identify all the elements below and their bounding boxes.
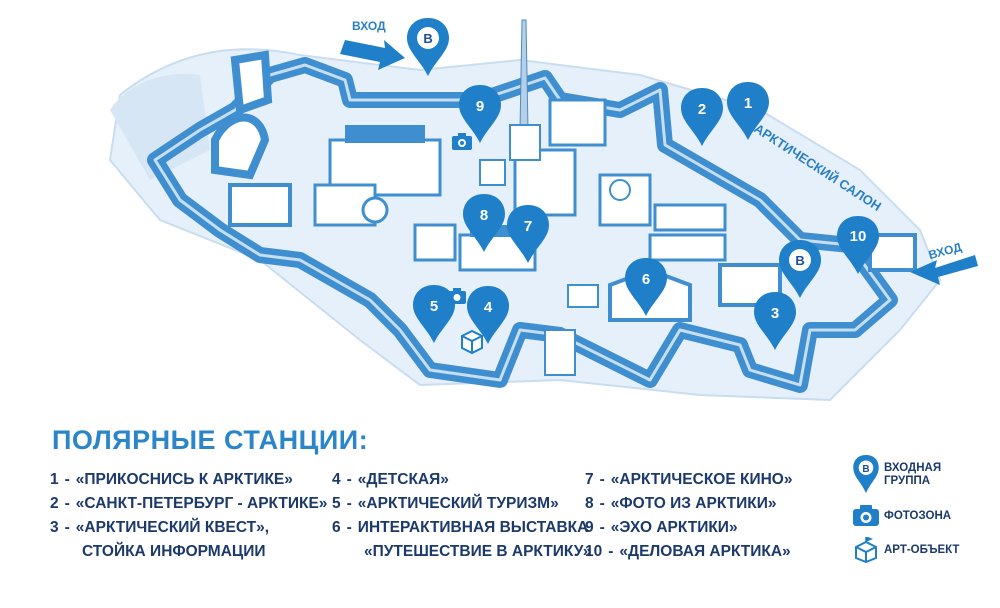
legend-num: 4 <box>332 471 341 488</box>
key-art-object: АРТ-ОБЪЕКТ <box>848 537 998 563</box>
legend-num: 9 <box>585 519 594 536</box>
svg-text:9: 9 <box>476 98 484 115</box>
svg-text:1: 1 <box>744 95 752 112</box>
svg-text:4: 4 <box>484 299 493 316</box>
pin-station-7[interactable]: 7 <box>507 205 549 263</box>
legend-item-7: 7-«АРКТИЧЕСКОЕ КИНО» <box>585 468 792 492</box>
legend-sep: - <box>64 519 70 536</box>
cube-icon <box>855 537 877 563</box>
svg-text:В: В <box>423 31 432 46</box>
svg-text:6: 6 <box>642 271 650 288</box>
legend-sep: - <box>64 471 70 488</box>
key-entrance-line2: ГРУППА <box>884 475 931 487</box>
key-pin-letter: В <box>862 464 869 475</box>
legend-column-3: 7-«АРКТИЧЕСКОЕ КИНО» 8-«ФОТО ИЗ АРКТИКИ»… <box>585 468 792 564</box>
legend-sep: - <box>608 543 614 560</box>
park-area <box>110 73 210 180</box>
svg-text:7: 7 <box>524 218 532 235</box>
legend-label: «АРКТИЧЕСКИЙ ТУРИЗМ» <box>357 495 559 512</box>
bastion-round <box>211 113 270 180</box>
pin-station-5[interactable]: 5 <box>413 285 455 343</box>
camera-icon <box>448 288 466 304</box>
legend-num: 3 <box>50 519 59 536</box>
svg-text:3: 3 <box>771 305 779 322</box>
svg-text:10: 10 <box>850 228 867 245</box>
entrance-label-right: ВХОД <box>927 240 964 262</box>
legend-column-1: 1-«ПРИКОСНИСЬ К АРКТИКЕ» 2-«САНКТ-ПЕТЕРБ… <box>50 468 327 564</box>
pin-station-1[interactable]: 1 <box>727 82 769 140</box>
legend-label: «ЭХО АРКТИКИ» <box>610 519 738 536</box>
legend-num: 6 <box>332 519 341 536</box>
map-pin-icon: В <box>853 455 879 494</box>
legend-item-10: 10-«ДЕЛОВАЯ АРКТИКА» <box>585 540 792 564</box>
legend-item-1: 1-«ПРИКОСНИСЬ К АРКТИКЕ» <box>50 468 327 492</box>
legend-item-3-cont: СТОЙКА ИНФОРМАЦИИ <box>82 543 266 560</box>
legend-sep: - <box>64 495 70 512</box>
legend-column-2: 4-«ДЕТСКАЯ» 5-«АРКТИЧЕСКИЙ ТУРИЗМ» 6-ИНТ… <box>332 468 591 564</box>
svg-text:2: 2 <box>698 101 706 118</box>
entrance-arrow-right <box>910 255 978 285</box>
legend-item-6-cont: «ПУТЕШЕСТВИЕ В АРКТИКУ» <box>364 543 592 560</box>
legend-item-9: 9-«ЭХО АРКТИКИ» <box>585 516 792 540</box>
legend-num: 2 <box>50 495 59 512</box>
svg-text:8: 8 <box>480 207 488 224</box>
legend-label: «ПРИКОСНИСЬ К АРКТИКЕ» <box>75 471 293 488</box>
key-entrance-line1: ВХОДНАЯ <box>884 462 942 474</box>
legend-num: 10 <box>585 543 603 560</box>
bastion-left <box>230 50 273 116</box>
legend-item-4: 4-«ДЕТСКАЯ» <box>332 468 591 492</box>
legend-item-8: 8-«ФОТО ИЗ АРКТИКИ» <box>585 492 792 516</box>
legend-label: «АРКТИЧЕСКИЙ КВЕСТ», <box>75 519 270 536</box>
legend-item-6: 6-ИНТЕРАКТИВНАЯ ВЫСТАВКА <box>332 516 591 540</box>
legend-num: 1 <box>50 471 59 488</box>
cathedral-spire <box>519 19 529 131</box>
key-art-object-label: АРТ-ОБЪЕКТ <box>884 543 960 556</box>
legend-item-3: 3-«АРКТИЧЕСКИЙ КВЕСТ», <box>50 516 327 540</box>
legend-item-5: 5-«АРКТИЧЕСКИЙ ТУРИЗМ» <box>332 492 591 516</box>
key-photo-zone-label: ФОТОЗОНА <box>884 509 952 522</box>
pin-station-10[interactable]: 10 <box>837 216 879 274</box>
pin-station-4[interactable]: 4 <box>467 286 509 344</box>
svg-text:5: 5 <box>430 298 438 315</box>
legend-num: 7 <box>585 471 594 488</box>
camera-icon <box>452 133 472 150</box>
legend-title: ПОЛЯРНЫЕ СТАНЦИИ: <box>52 425 369 455</box>
legend-label: «ФОТО ИЗ АРКТИКИ» <box>610 495 777 512</box>
legend-item-2: 2-«САНКТ-ПЕТЕРБУРГ - АРКТИКЕ» <box>50 492 327 516</box>
pin-station-2[interactable]: 2 <box>681 88 723 146</box>
key-photo-zone: ФОТОЗОНА <box>848 505 998 527</box>
buildings <box>228 98 917 376</box>
legend-sep: - <box>599 519 605 536</box>
svg-text:В: В <box>795 253 804 268</box>
legend-label: ИНТЕРАКТИВНАЯ ВЫСТАВКА <box>357 519 589 536</box>
legend-label: «ДЕЛОВАЯ АРКТИКА» <box>619 543 791 560</box>
pin-station-6[interactable]: 6 <box>625 258 667 316</box>
legend-sep: - <box>346 471 352 488</box>
entrance-label-left: ВХОД <box>352 19 386 33</box>
legend-sep: - <box>599 471 605 488</box>
pin-entrance-right[interactable]: В <box>779 240 821 298</box>
pin-station-8[interactable]: 8 <box>463 194 505 252</box>
legend-num: 5 <box>332 495 341 512</box>
legend-num: 8 <box>585 495 594 512</box>
legend-sep: - <box>346 519 352 536</box>
fortress-map: ВХОД ВХОД АРКТИЧЕСКИЙ САЛОН В В 1 2 3 4 … <box>108 18 978 402</box>
pin-station-3[interactable]: 3 <box>754 292 796 350</box>
entrance-arrow-left <box>340 40 405 70</box>
cathedral-tower <box>509 124 541 161</box>
legend-sep: - <box>346 495 352 512</box>
pin-station-9[interactable]: 9 <box>459 85 501 143</box>
legend-label: «АРКТИЧЕСКОЕ КИНО» <box>610 471 793 488</box>
legend-label: «САНКТ-ПЕТЕРБУРГ - АРКТИКЕ» <box>75 495 328 512</box>
pin-entrance-top[interactable]: В <box>407 18 449 76</box>
legend-sep: - <box>599 495 605 512</box>
legend-label: «ДЕТСКАЯ» <box>357 471 449 488</box>
cube-icon <box>461 329 483 355</box>
camera-icon <box>853 505 879 526</box>
